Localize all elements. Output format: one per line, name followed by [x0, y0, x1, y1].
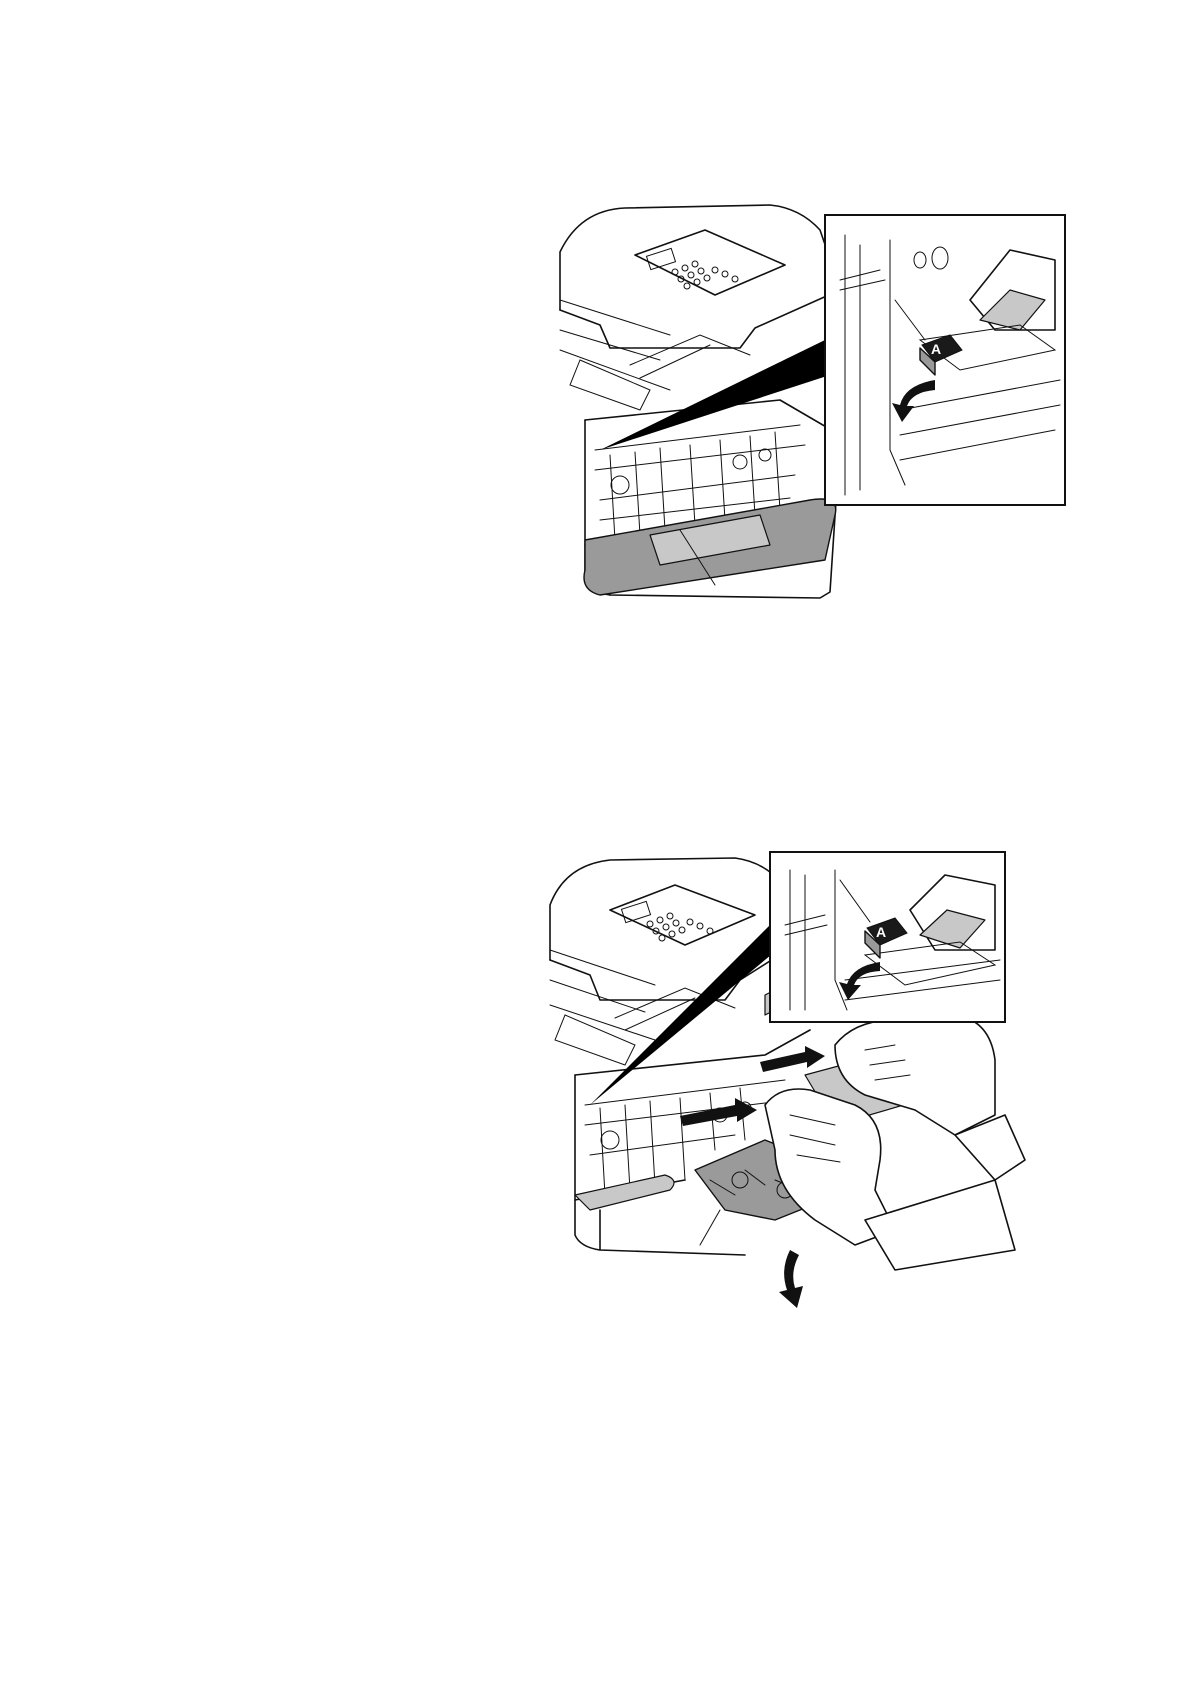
rotate-down-arrow-icon — [779, 1250, 803, 1308]
inset-detail-icon: A — [825, 215, 1065, 505]
lever-label: A — [876, 924, 886, 940]
leader-line-icon — [700, 1210, 720, 1245]
developer-removal-drawing: A — [535, 850, 1080, 1370]
printer-icon — [560, 205, 840, 598]
inset-detail-icon: A — [770, 852, 1005, 1022]
inset-pointer-beam — [590, 920, 783, 1105]
lever-label: A — [931, 341, 941, 357]
printer-cover-open-drawing: A — [540, 200, 1080, 650]
inset-pointer-beam — [600, 340, 830, 450]
developer-removal-illustration: A — [535, 850, 1080, 1370]
printer-cover-open-illustration: A — [540, 200, 1080, 650]
